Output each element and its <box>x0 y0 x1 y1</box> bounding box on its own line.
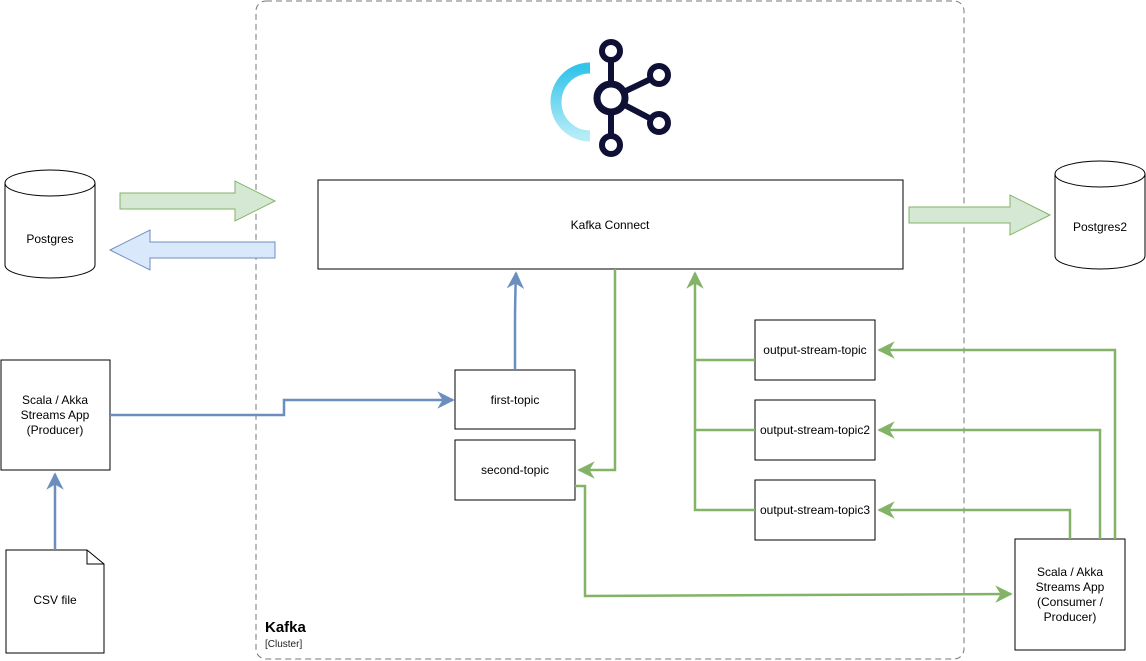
consumer-app-label-3: (Consumer / <box>1037 595 1104 609</box>
output-stream-topic-label: output-stream-topic <box>763 343 866 357</box>
consumer-app-label-4: Producer) <box>1044 610 1097 624</box>
producer-app-label-3: (Producer) <box>27 423 84 437</box>
producer-app-label-2: Streams App <box>21 408 90 422</box>
output-stream-topic2-label: output-stream-topic2 <box>760 423 870 437</box>
postgres2-label: Postgres2 <box>1073 220 1127 234</box>
kafka-connect-logo-icon <box>550 39 671 157</box>
output-stream-topic2-node[interactable]: output-stream-topic2 <box>754 399 876 461</box>
cluster-title: Kafka <box>265 619 307 636</box>
kafka-cluster-boundary: Kafka [Cluster] <box>255 0 965 660</box>
cluster-subtitle: [Cluster] <box>265 639 302 650</box>
producer-app-label-1: Scala / Akka <box>22 393 88 407</box>
postgres-label: Postgres <box>26 232 73 246</box>
output-stream-topic3-node[interactable]: output-stream-topic3 <box>754 479 876 541</box>
connect-to-postgres2-arrow <box>908 194 1052 236</box>
output-stream-topic3-label: output-stream-topic3 <box>760 503 870 517</box>
consumer-app-node[interactable]: Scala / Akka Streams App (Consumer / Pro… <box>1014 538 1126 651</box>
first-topic-node[interactable]: first-topic <box>454 369 576 430</box>
second-topic-node[interactable]: second-topic <box>454 439 576 501</box>
postgres-node[interactable]: Postgres <box>4 169 96 279</box>
producer-app-node[interactable]: Scala / Akka Streams App (Producer) <box>0 359 111 471</box>
consumer-to-output-topic3-edge <box>877 501 1072 539</box>
consumer-app-label-1: Scala / Akka <box>1037 565 1103 579</box>
connect-to-postgres-arrow <box>108 229 276 271</box>
kafka-connect-node[interactable]: Kafka Connect <box>317 179 904 270</box>
csv-file-label: CSV file <box>33 593 77 607</box>
consumer-to-output-topic-edge <box>877 341 1117 539</box>
output-topics-to-connect-edge <box>695 273 755 512</box>
first-topic-to-connect-edge <box>506 271 525 370</box>
output-stream-topic-node[interactable]: output-stream-topic <box>754 319 876 381</box>
connect-to-second-topic-edge <box>577 269 617 479</box>
consumer-app-label-2: Streams App <box>1036 580 1105 594</box>
kafka-connect-label: Kafka Connect <box>571 218 650 232</box>
second-topic-label: second-topic <box>481 463 549 477</box>
first-topic-label: first-topic <box>491 393 540 407</box>
csv-file-node[interactable]: CSV file <box>5 549 105 654</box>
producer-to-first-topic-edge <box>110 391 455 417</box>
second-topic-to-consumer-edge <box>575 484 1013 603</box>
postgres2-node[interactable]: Postgres2 <box>1054 160 1146 270</box>
postgres-to-connect-arrow <box>119 180 277 222</box>
consumer-to-output-topic2-edge <box>877 421 1102 539</box>
